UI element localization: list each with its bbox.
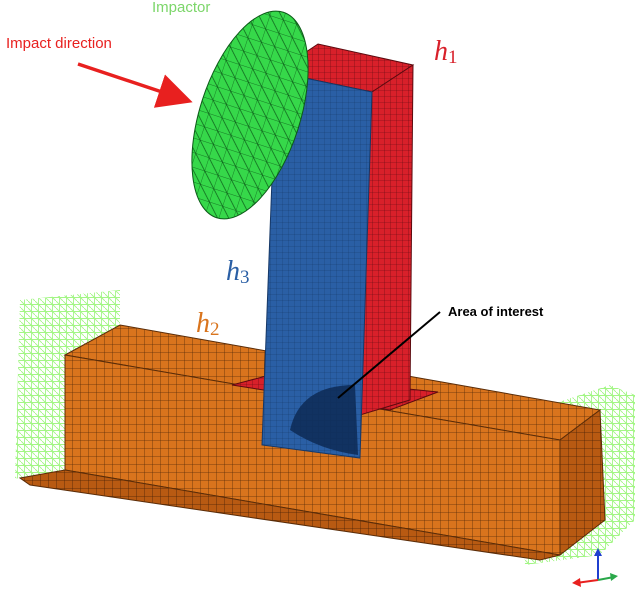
h1-label: h1: [434, 36, 458, 68]
impactor: [191, 10, 309, 220]
h2-label: h2: [196, 308, 220, 340]
area-of-interest-leader: [337, 311, 441, 399]
vertical-member-h3: [261, 71, 373, 459]
impact-direction-label: Impact direction: [6, 35, 112, 52]
area-of-interest-label: Area of interest: [448, 304, 544, 319]
vertical-member-h1: [274, 43, 415, 416]
h1-symbol: h: [434, 36, 448, 67]
h2-symbol: h: [196, 308, 210, 339]
impact-direction-arrow: [77, 62, 193, 108]
h2-index: 2: [210, 319, 220, 340]
h3-symbol: h: [226, 256, 240, 287]
area-of-interest-region: [290, 385, 358, 455]
h1-index: 1: [448, 47, 458, 68]
h3-label: h3: [226, 256, 250, 288]
h3-index: 3: [240, 267, 250, 288]
impactor-label: Impactor: [152, 0, 211, 16]
coordinate-axes-icon: [572, 548, 618, 587]
